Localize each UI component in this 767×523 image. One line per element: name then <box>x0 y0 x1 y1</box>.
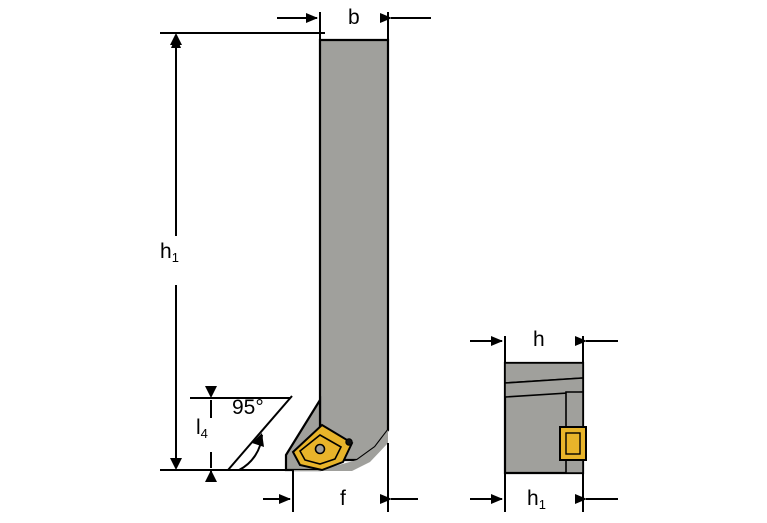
label-h1-right: h1 <box>527 487 546 512</box>
dim-h1-left <box>160 32 325 471</box>
dim-f <box>263 443 418 512</box>
label-l4-text: l <box>196 416 201 439</box>
side-view-geometry <box>284 38 390 472</box>
dim-b <box>277 12 431 40</box>
dim-angle-95 <box>227 395 293 471</box>
insert-screw-hole <box>314 443 326 455</box>
label-h-right: h <box>533 328 545 351</box>
dim-h-right <box>470 336 618 363</box>
dim-h1-right <box>470 473 618 512</box>
label-h1-left: h1 <box>160 240 179 265</box>
dim-l4 <box>190 386 290 482</box>
tool-shank-body <box>318 38 390 462</box>
label-f: f <box>340 487 346 510</box>
label-b: b <box>348 6 360 29</box>
insert-detail-dot <box>345 438 353 446</box>
label-h1-left-sub: 1 <box>171 250 179 265</box>
label-l4: l4 <box>196 416 208 441</box>
front-view-geometry <box>503 361 587 475</box>
label-h1-left-text: h <box>160 240 172 263</box>
front-view-insert <box>559 426 587 461</box>
label-l4-sub: 4 <box>200 426 208 441</box>
tool-nose-shade <box>286 430 388 471</box>
label-h1-right-sub: 1 <box>538 497 546 512</box>
label-h1-right-text: h <box>527 487 539 510</box>
label-angle-95: 95° <box>232 396 264 419</box>
cutting-insert <box>291 423 354 472</box>
